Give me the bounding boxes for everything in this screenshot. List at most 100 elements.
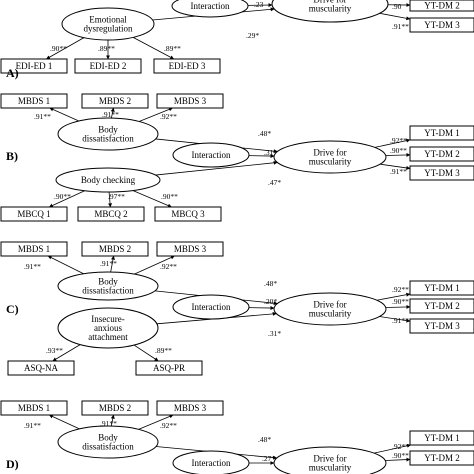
indicator-label-b-c2: MBCQ 2 xyxy=(94,209,127,219)
coefficient-c-l_a2: .89** xyxy=(155,346,172,355)
indicator-box-c-y3 xyxy=(409,318,474,334)
coefficient-a-l_e3: .89** xyxy=(164,44,181,53)
latent-label-b-mod: Body checking xyxy=(81,175,136,185)
latent-ellipse-b-out xyxy=(273,140,387,174)
latent-ellipse-c-out xyxy=(273,292,387,326)
indicator-label-b-c3: MBCQ 3 xyxy=(171,209,205,219)
indicator-label-c-y1: YT-DM 1 xyxy=(424,283,459,293)
indicator-label-a-e2: EDI-ED 2 xyxy=(90,61,127,71)
indicator-box-d-y1 xyxy=(409,430,474,446)
indicator-label-c-a2: ASQ-PR xyxy=(153,363,185,373)
latent-label-d-out: muscularity xyxy=(309,463,352,473)
coefficient-c-l_y1: .92** xyxy=(392,285,409,294)
coefficient-a-l_e2: .89** xyxy=(98,44,115,53)
indicator-label-b-y1: YT-DM 1 xyxy=(424,128,459,138)
indicator-box-b-c2 xyxy=(77,206,145,222)
indicator-label-b-y3: YT-DM 3 xyxy=(424,168,460,178)
coefficient-d-l_y1: .92** xyxy=(392,442,409,451)
indicator-label-b-c1: MBCQ 1 xyxy=(17,209,50,219)
path-arrow-b-l_y2 xyxy=(385,152,411,157)
indicator-label-c-y3: YT-DM 3 xyxy=(424,321,460,331)
indicator-box-d-m2 xyxy=(81,400,149,416)
indicator-label-d-y1: YT-DM 1 xyxy=(424,433,459,443)
coefficient-b-l_c1: .90** xyxy=(54,192,71,201)
latent-label-b-out: Drive for xyxy=(313,148,346,158)
coefficient-b-l_y2: .90** xyxy=(390,146,407,155)
coefficient-a-l_e1: .90** xyxy=(50,44,67,53)
latent-ellipse-a-pred xyxy=(61,7,155,41)
coefficient-b-l_c3: .90** xyxy=(161,192,178,201)
path-arrow-d-l_y2 xyxy=(385,457,411,462)
indicator-box-c-y1 xyxy=(409,280,474,296)
coefficient-c-l_m1: .91** xyxy=(24,262,41,271)
path-arrow-b-l_m2 xyxy=(110,107,115,119)
coefficient-d-l_m3: .92** xyxy=(160,421,177,430)
indicator-box-c-m2 xyxy=(81,241,149,257)
coefficient-c-l_m2: .91** xyxy=(100,259,117,268)
coefficient-b-p_bd_out: .48* xyxy=(258,129,271,138)
coefficient-c-p_int_out: .20* xyxy=(264,297,277,306)
coefficient-c-l_a1: .93** xyxy=(46,346,63,355)
indicator-box-b-y2 xyxy=(409,146,474,162)
indicator-label-b-m2: MBDS 2 xyxy=(99,96,131,106)
path-arrow-b-l_y1 xyxy=(374,138,411,148)
latent-label-c-out: Drive for xyxy=(313,300,346,310)
latent-ellipse-c-bd xyxy=(57,271,159,301)
indicator-label-c-a1: ASQ-NA xyxy=(24,363,59,373)
path-arrow-b-l_m1 xyxy=(49,107,80,122)
coefficient-d-p_bd_out: .48* xyxy=(258,435,271,444)
coefficient-a-p_pred_out: .29* xyxy=(246,31,259,40)
latent-label-c-mod: anxious xyxy=(94,323,122,333)
path-arrow-b-p_mod_out xyxy=(155,160,278,176)
latent-label-a-out: muscularity xyxy=(309,4,352,14)
coefficient-b-l_c2: .97** xyxy=(108,192,125,201)
latent-label-a-inter: Interaction xyxy=(191,1,230,11)
path-arrow-c-l_y1 xyxy=(376,292,411,301)
indicator-box-c-y2 xyxy=(409,298,474,314)
indicator-box-c-a1 xyxy=(7,360,75,376)
latent-ellipse-b-mod xyxy=(55,167,161,193)
latent-label-b-bd: Body xyxy=(98,125,118,135)
path-arrow-c-l_m1 xyxy=(47,255,84,275)
coefficient-c-p_bd_out: .48* xyxy=(264,279,277,288)
indicator-box-a-e3 xyxy=(153,58,221,74)
coefficient-c-l_y2: .90** xyxy=(392,297,409,306)
latent-label-d-bd: Body xyxy=(98,433,118,443)
coefficient-c-p_mod_out: .31* xyxy=(268,329,281,338)
indicator-label-d-m1: MBDS 1 xyxy=(18,403,50,413)
path-arrow-a-l_e3 xyxy=(132,37,175,60)
path-arrow-d-l_y1 xyxy=(374,443,411,454)
path-arrow-d-l_m3 xyxy=(138,414,174,430)
indicator-label-a-e1: EDI-ED 1 xyxy=(16,61,53,71)
path-arrow-c-l_y2 xyxy=(385,304,411,309)
indicator-box-b-c1 xyxy=(0,206,68,222)
path-arrow-b-l_y3 xyxy=(380,163,411,170)
latent-ellipse-d-bd xyxy=(57,425,159,459)
path-arrow-b-l_c1 xyxy=(48,190,85,208)
path-arrow-d-l_m2 xyxy=(110,414,115,427)
indicator-box-d-m3 xyxy=(156,400,224,416)
indicator-box-b-c3 xyxy=(154,206,222,222)
path-arrow-c-l_m3 xyxy=(134,255,175,275)
latent-ellipse-c-inter xyxy=(172,294,250,320)
latent-label-a-pred: Emotional xyxy=(89,15,127,25)
path-arrow-c-l_m2 xyxy=(110,255,115,273)
latent-label-a-out: Drive for xyxy=(313,0,346,5)
coefficient-b-l_m1: .91** xyxy=(34,112,51,121)
latent-ellipse-b-inter xyxy=(172,142,250,168)
latent-label-d-bd: dissatisfaction xyxy=(82,442,134,452)
indicator-box-a-e1 xyxy=(0,58,68,74)
latent-label-b-bd: dissatisfaction xyxy=(82,134,134,144)
coefficient-b-p_mod_out: .47* xyxy=(268,178,281,187)
indicator-box-a-y2 xyxy=(409,0,474,12)
coefficient-d-l_m2: .91** xyxy=(100,419,117,428)
panel-label-c: C) xyxy=(6,302,19,316)
latent-ellipse-d-out xyxy=(273,446,387,474)
latent-label-c-bd: Body xyxy=(98,277,118,287)
indicator-label-c-y2: YT-DM 2 xyxy=(424,301,459,311)
latent-label-c-out: muscularity xyxy=(309,309,352,319)
indicator-label-a-y2: YT-DM 2 xyxy=(424,1,459,11)
latent-label-c-mod: Insecure- xyxy=(91,314,124,324)
panel-label-a: A) xyxy=(6,66,19,80)
